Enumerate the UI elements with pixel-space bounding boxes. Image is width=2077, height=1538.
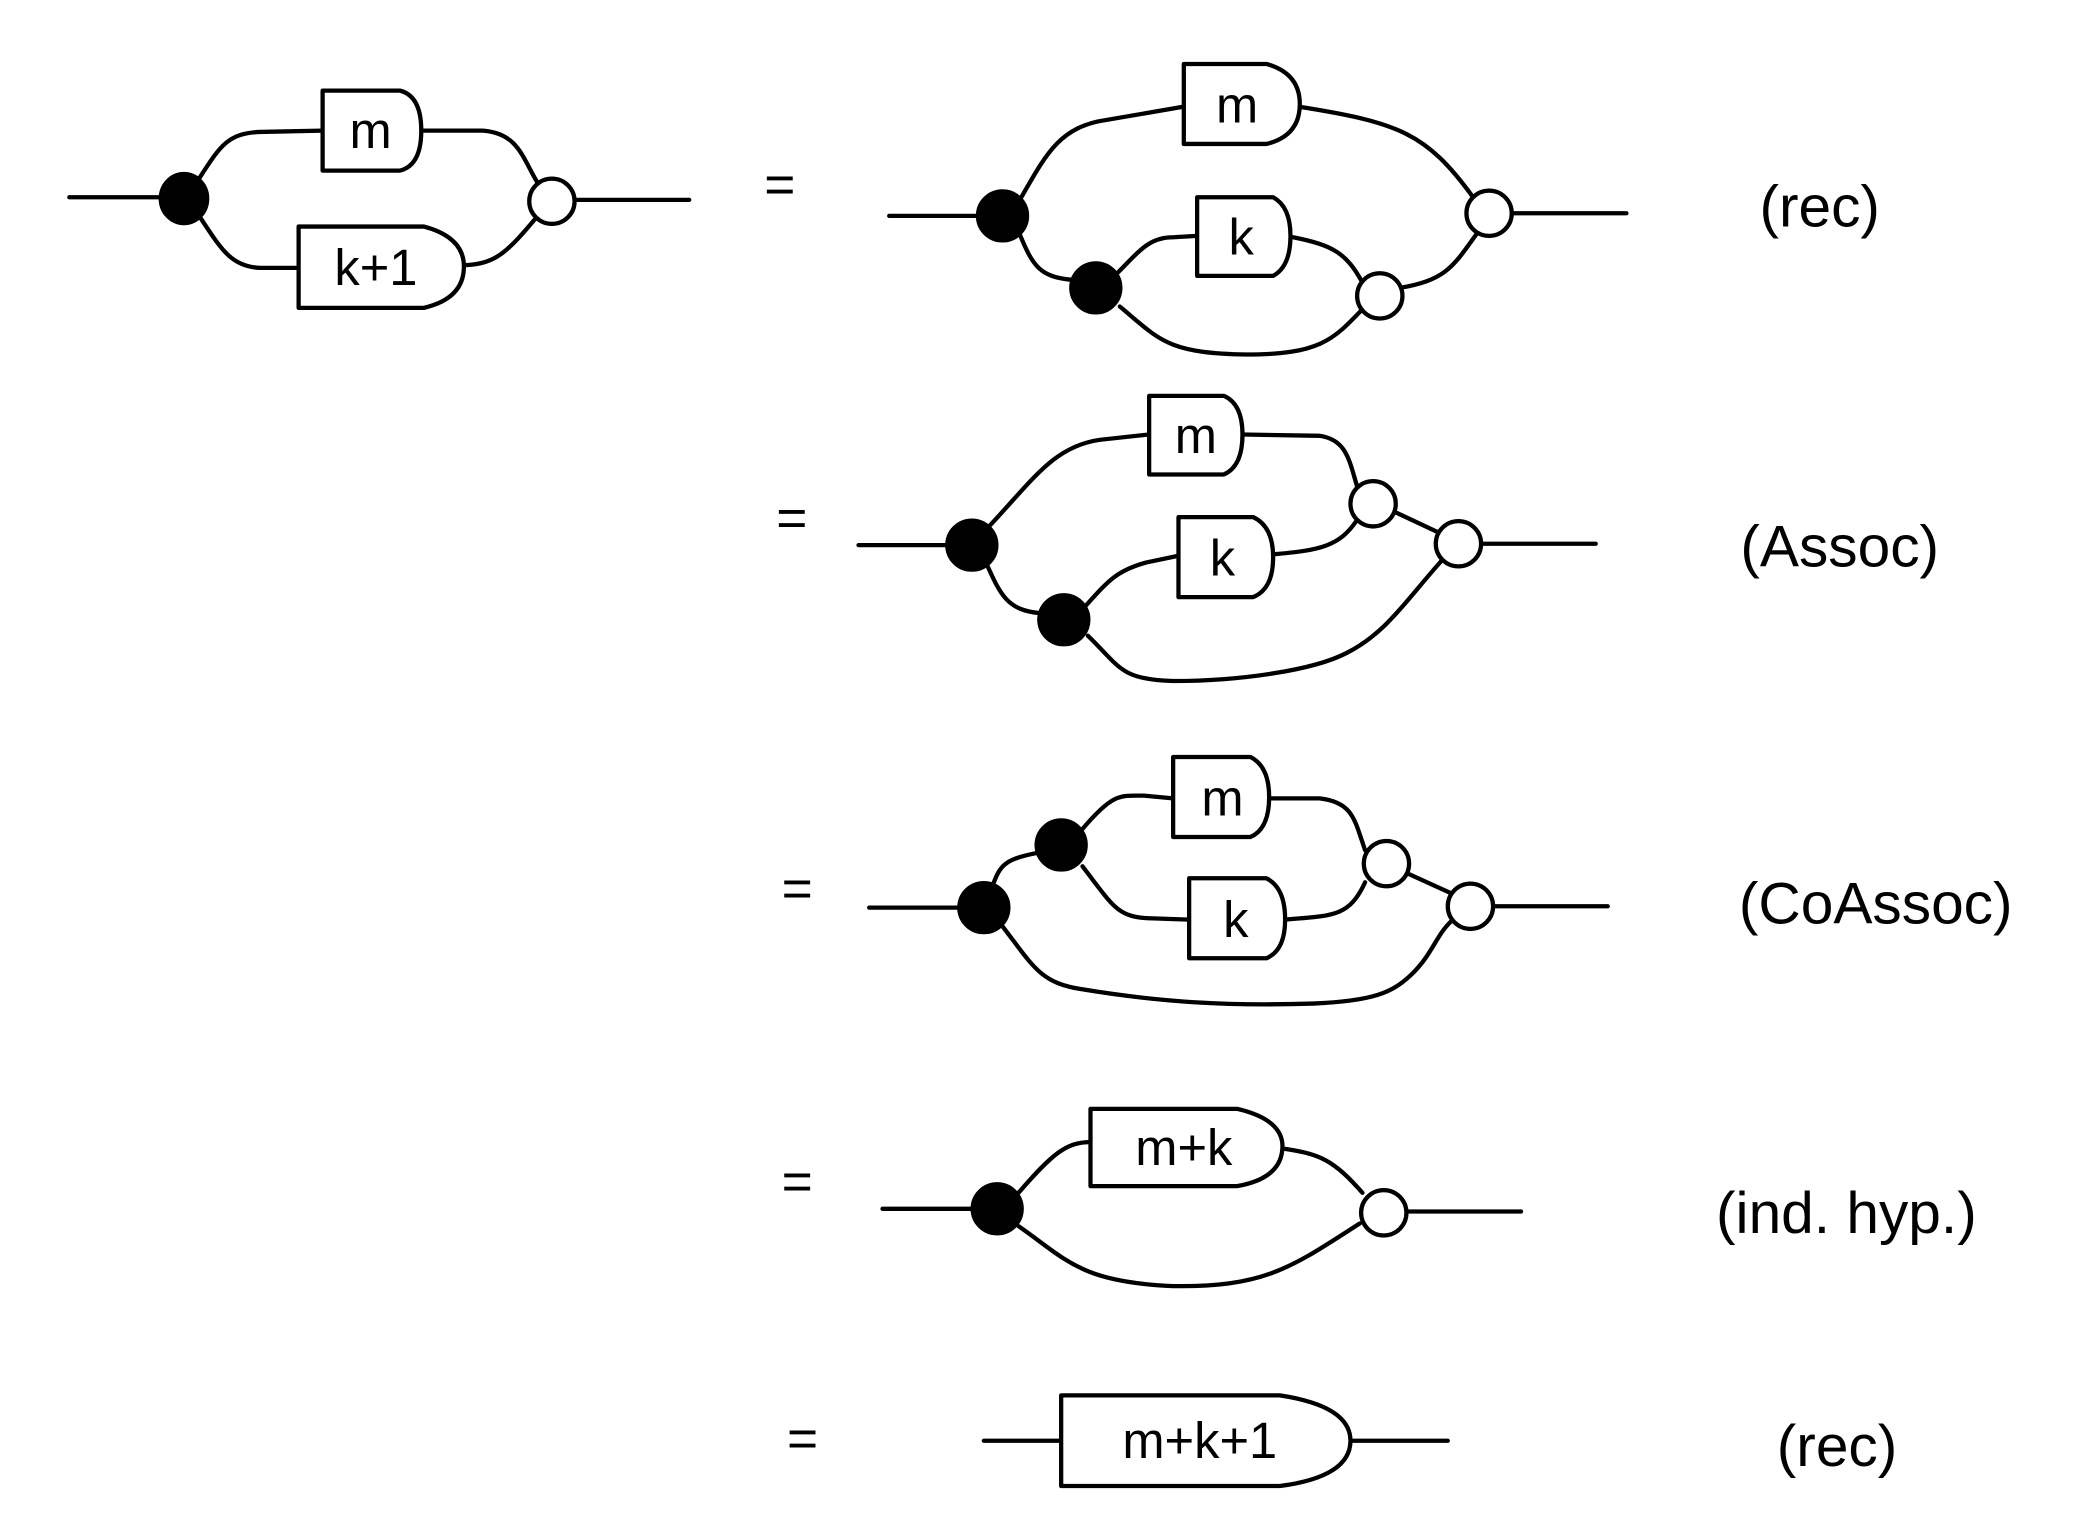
box-label: k [1228,209,1254,266]
morphism-box [1059,1393,1353,1489]
merge-node-white [1361,838,1412,889]
morphism-box [1147,393,1245,477]
wire [1282,880,1368,922]
wire [1080,793,1176,832]
morphism-box [1176,514,1276,600]
rule-label: (ind. hyp.) [1716,1181,1977,1246]
box-label: m [350,102,392,159]
wire [419,128,543,189]
rule-label: (rec) [1759,175,1880,240]
wire [989,850,1040,890]
box-label: m [1216,77,1258,134]
wire [195,128,325,184]
merge-node-white [1464,188,1514,239]
equals-sign: = [787,1410,818,1469]
box-label: m+k+1 [1122,1412,1277,1469]
merge-node-white [527,176,577,227]
merge-node-white [1358,1188,1409,1238]
wire [1117,304,1365,357]
copy-node-black [1037,593,1091,647]
wire [1392,509,1442,536]
wire [1290,235,1365,285]
morphism-box [1171,754,1272,840]
wire [1397,231,1480,291]
morphism-box [320,88,424,173]
merge-node-white [1348,478,1398,529]
box-label: m+k [1135,1119,1233,1176]
wire [984,561,1042,616]
copy-node-black [975,189,1030,243]
equals-sign: = [764,156,795,215]
wire [1016,1140,1093,1195]
wire [1016,1221,1362,1289]
merge-node-white [1433,518,1484,569]
copy-node-black [970,1182,1024,1236]
wire [461,211,543,268]
merge-node-white [1445,881,1496,932]
rule-label: (rec) [1777,1414,1898,1479]
copy-node-black [957,880,1011,935]
morphism-box [1195,195,1293,279]
box-label: k+1 [334,239,417,296]
wire [1083,553,1181,609]
step-4: = m+k (ind. hyp.) [782,1106,1977,1289]
copy-node-black [158,171,210,226]
wire [1017,104,1186,203]
wire [1266,796,1368,853]
morphism-box [296,224,467,310]
box-label: m [1175,407,1217,464]
rule-label: (CoAssoc) [1739,872,2013,937]
equals-sign: = [782,1152,813,1211]
box-label: k [1223,891,1249,948]
wire [195,211,301,271]
rule-label: (Assoc) [1740,514,1939,579]
lhs-diagram: m k+1 [67,88,692,310]
wire [1080,864,1192,922]
wire [1240,432,1360,489]
wire [1085,557,1445,684]
equals-sign: = [782,859,813,918]
wire [1296,104,1476,200]
wire [1282,1146,1365,1195]
copy-node-black [945,518,999,572]
morphism-box [1088,1106,1285,1189]
wire [984,432,1152,532]
wire [1000,917,1456,1007]
step-1: = m k (rec) [764,61,1880,357]
wire [1404,870,1453,896]
box-label: m [1201,770,1243,827]
equals-sign: = [776,489,807,548]
copy-node-black [1069,261,1123,315]
step-5: = m+k+1 (rec) [787,1393,1898,1489]
step-3: = m k (CoAssoc) [782,754,2013,1007]
step-2: = m k (Assoc) [776,393,1939,684]
wire [1269,517,1360,557]
copy-node-black [1034,818,1088,872]
merge-node-white [1354,271,1405,321]
wire [1115,233,1200,276]
morphism-box [1187,876,1288,961]
wire [1017,232,1076,283]
morphism-box [1181,61,1302,147]
box-label: k [1210,530,1236,587]
